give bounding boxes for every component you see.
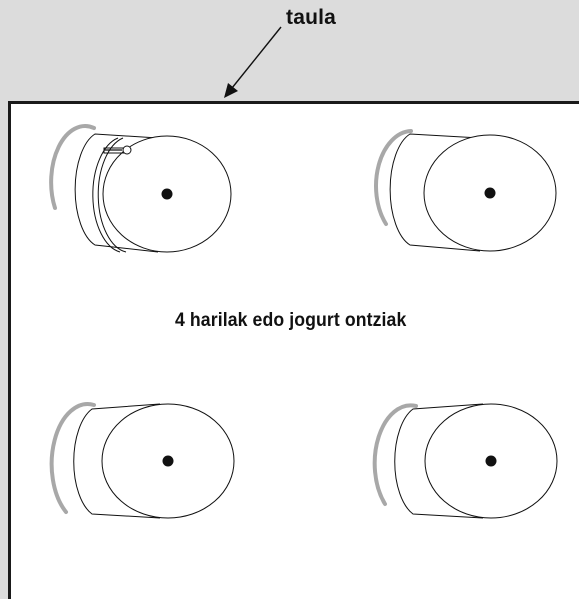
container-bottom-right xyxy=(372,403,558,519)
container-top-left xyxy=(49,124,232,253)
container-bottom-left xyxy=(49,402,235,519)
containers-caption: 4 harilak edo jogurt ontziak xyxy=(175,310,407,331)
container-top-right xyxy=(374,129,557,252)
table-label: taula xyxy=(286,6,337,29)
table-pointer-arrow xyxy=(224,26,282,98)
